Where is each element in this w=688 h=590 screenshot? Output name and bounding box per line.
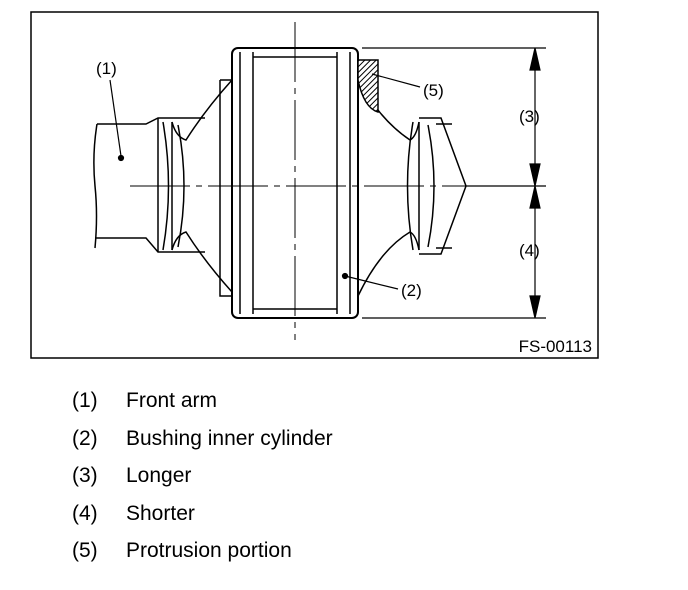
- dimension-lines: [362, 47, 546, 319]
- legend-text: Front arm: [126, 389, 218, 412]
- callout-4: (4): [519, 241, 540, 260]
- legend-item: (5) Protrusion portion: [72, 536, 333, 574]
- legend-number: (5): [72, 539, 98, 562]
- figure-frame: [30, 11, 599, 359]
- callout-5: (5): [423, 81, 444, 100]
- figure-code: FS-00113: [519, 337, 592, 356]
- callout-3: (3): [519, 107, 540, 126]
- bushing-diagram: (1) (5) (3) (4) (2) FS-00113: [30, 11, 599, 359]
- bushing-rubber-right: [357, 79, 467, 297]
- legend-item: (1) Front arm: [72, 386, 333, 424]
- legend-number: (3): [72, 464, 98, 487]
- legend-text: Shorter: [126, 501, 195, 525]
- legend-number: (1): [72, 389, 98, 412]
- bushing-inner-cylinder: [231, 47, 359, 319]
- front-arm-left: [93, 117, 205, 253]
- legend-item: (3) Longer: [72, 461, 333, 499]
- legend-number: (4): [72, 501, 98, 525]
- callout-2: (2): [401, 281, 422, 300]
- legend-text: Longer: [126, 464, 192, 487]
- leader-lines: [109, 73, 421, 290]
- legend-text: Bushing inner cylinder: [126, 426, 333, 450]
- protrusion-portion: [357, 59, 379, 113]
- legend-number: (2): [72, 426, 98, 450]
- legend-item: (4) Shorter: [72, 499, 333, 537]
- callout-1: (1): [96, 59, 117, 78]
- legend-text: Protrusion portion: [126, 539, 292, 562]
- legend-item: (2) Bushing inner cylinder: [72, 424, 333, 462]
- legend-list: (1) Front arm (2) Bushing inner cylinder (…: [72, 386, 333, 574]
- bushing-rubber-left: [162, 79, 233, 297]
